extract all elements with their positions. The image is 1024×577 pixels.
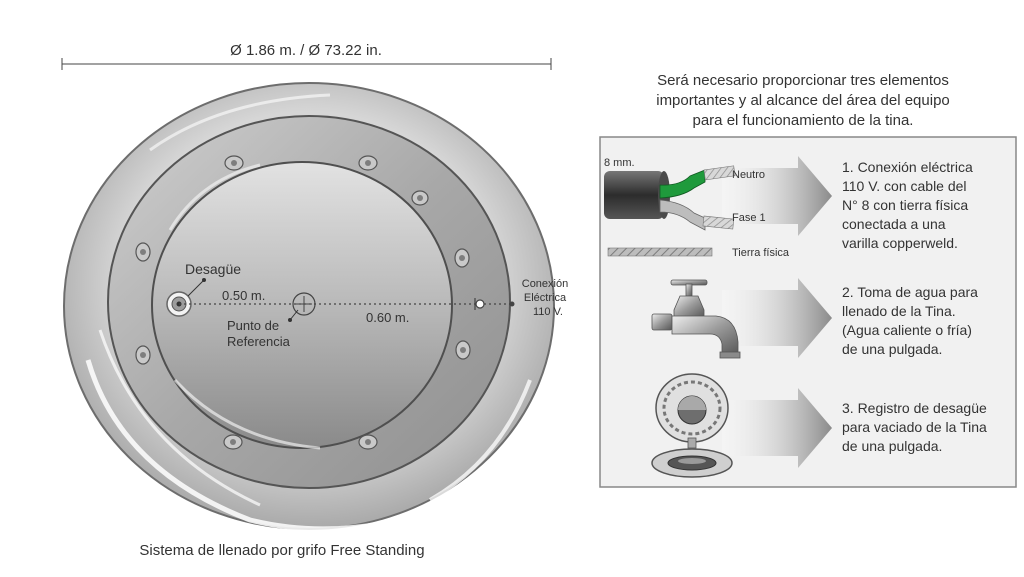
svg-text:varilla copperweld.: varilla copperweld. [842, 235, 958, 251]
svg-text:110 V. con cable del: 110 V. con cable del [842, 178, 967, 194]
cable-neutro-label: Neutro [732, 169, 765, 181]
svg-text:3. Registro de desagüe: 3. Registro de desagüe [842, 400, 987, 416]
diameter-label: Ø 1.86 m. / Ø 73.22 in. [230, 42, 382, 59]
svg-text:de una pulgada.: de una pulgada. [842, 438, 942, 454]
arrow-icon [722, 388, 832, 468]
distance-050-label: 0.50 m. [222, 288, 265, 303]
electrical-label-2: Eléctrica [524, 292, 567, 304]
requirement-1-text: 1. Conexión eléctrica 110 V. con cable d… [842, 159, 973, 251]
svg-text:llenado de la Tina.: llenado de la Tina. [842, 303, 956, 319]
requirements-panel: 8 mm. Neutro Fase 1 Tierra física [599, 136, 1017, 488]
tub-top-view [63, 82, 555, 532]
svg-text:de una pulgada.: de una pulgada. [842, 341, 942, 357]
requirements-intro: Será necesario proporcionar tres element… [656, 72, 950, 129]
electrical-label-1: Conexión [522, 278, 568, 290]
svg-text:para vaciado de la Tina: para vaciado de la Tina [842, 419, 987, 435]
electrical-connection-icon [474, 298, 515, 310]
reference-point-label-1: Punto de [227, 318, 279, 333]
cable-fase-label: Fase 1 [732, 212, 766, 224]
faucet-icon [651, 279, 741, 359]
svg-text:1. Conexión eléctrica: 1. Conexión eléctrica [842, 159, 973, 175]
cable-size-label: 8 mm. [604, 157, 635, 169]
svg-text:N° 8 con tierra física: N° 8 con tierra física [842, 197, 968, 213]
distance-060-label: 0.60 m. [366, 310, 409, 325]
drain-register-icon [651, 373, 733, 478]
reference-point-label-2: Referencia [227, 334, 291, 349]
svg-text:2. Toma de agua para: 2. Toma de agua para [842, 284, 978, 300]
intro-line-2: importantes y al alcance del área del eq… [656, 92, 950, 109]
caption: Sistema de llenado por grifo Free Standi… [139, 542, 424, 559]
intro-line-1: Será necesario proporcionar tres element… [657, 72, 949, 89]
svg-text:conectada a una: conectada a una [842, 216, 946, 232]
requirement-2-text: 2. Toma de agua para llenado de la Tina.… [842, 284, 978, 357]
intro-line-3: para el funcionamiento de la tina. [693, 112, 914, 129]
cable-tierra-label: Tierra física [732, 247, 790, 259]
drain-label: Desagüe [185, 261, 241, 277]
requirement-3-text: 3. Registro de desagüe para vaciado de l… [842, 400, 987, 454]
electric-cable-icon [604, 165, 736, 257]
tub-labels: Desagüe 0.50 m. 0.60 m. Punto de Referen… [185, 261, 568, 349]
arrow-icon [722, 278, 832, 358]
electrical-label-3: 110 V. [533, 306, 563, 318]
diameter-dimension: Ø 1.86 m. / Ø 73.22 in. [61, 42, 552, 70]
cable-labels: 8 mm. Neutro Fase 1 Tierra física [604, 157, 790, 259]
arrow-icon [722, 156, 832, 236]
svg-text:(Agua caliente o fría): (Agua caliente o fría) [842, 322, 972, 338]
